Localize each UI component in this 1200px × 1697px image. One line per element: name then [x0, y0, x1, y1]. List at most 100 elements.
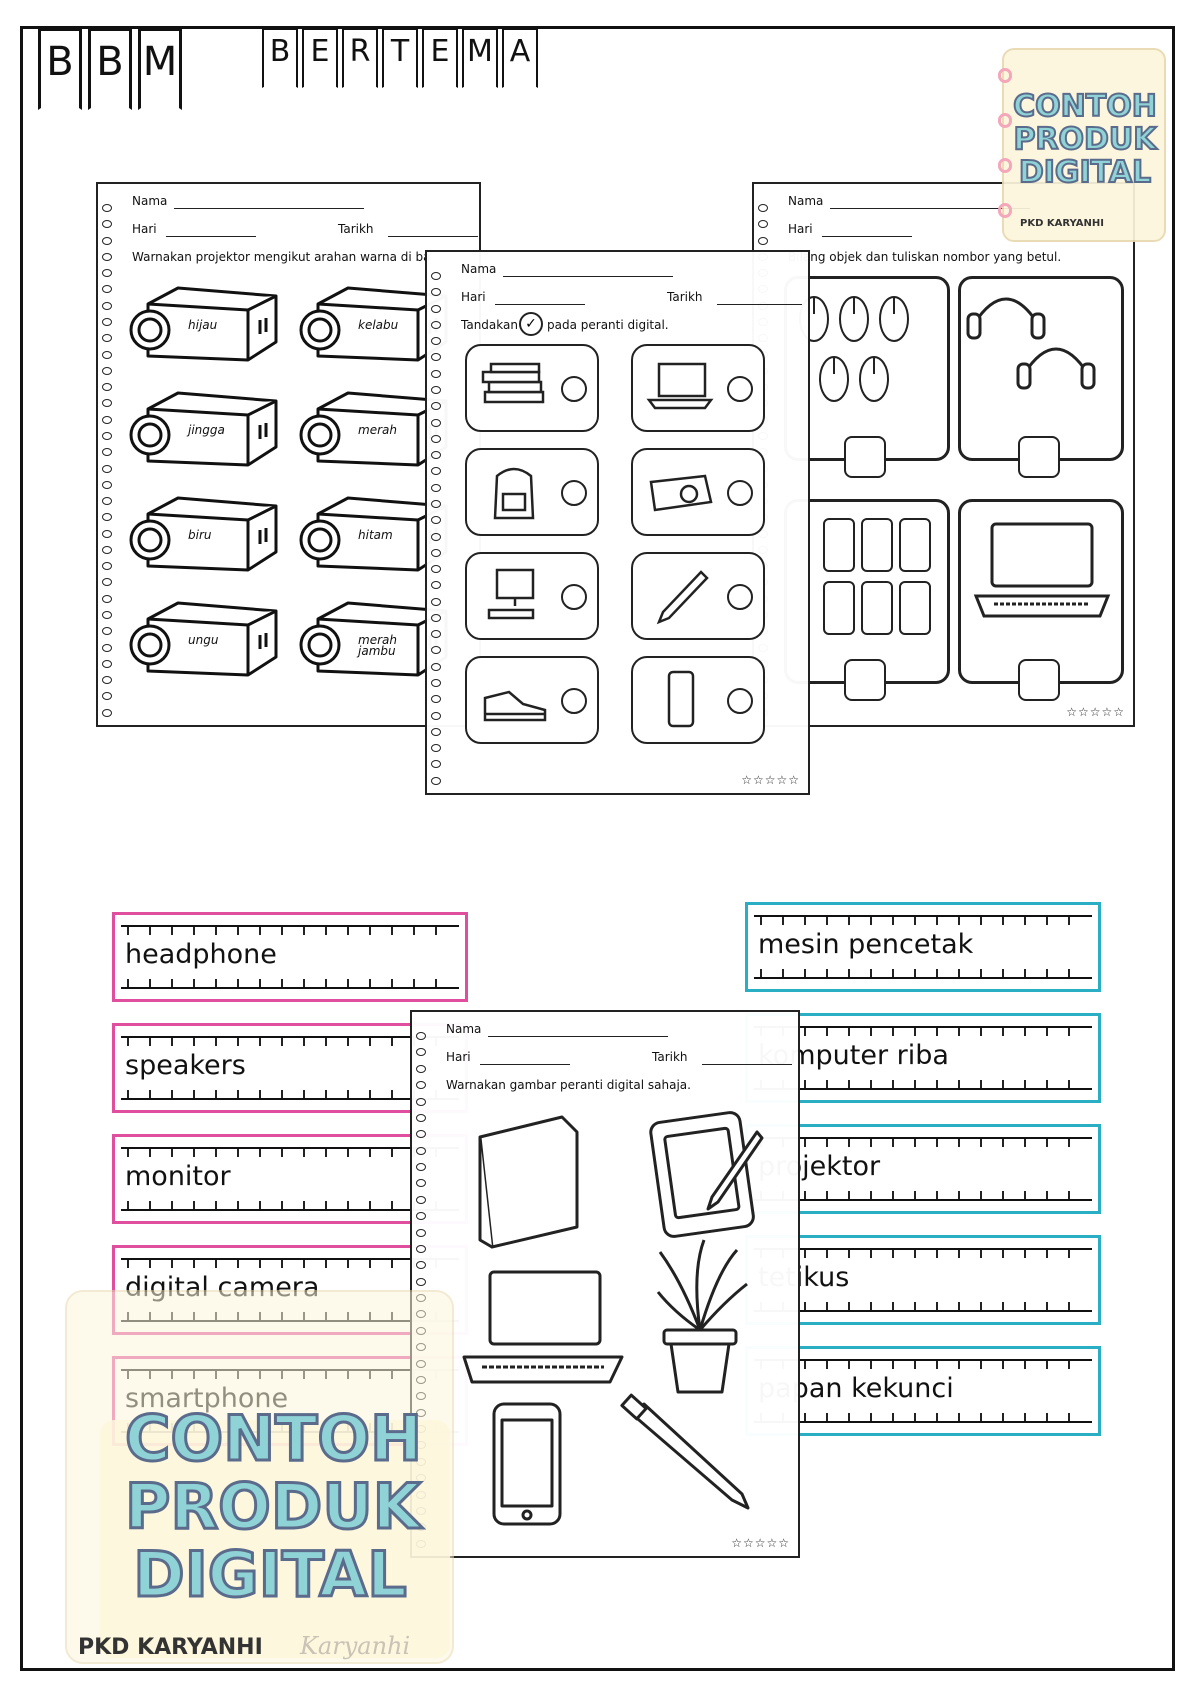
banner-flag: B	[38, 28, 82, 110]
word-card: mesin pencetak	[745, 902, 1101, 992]
watermark-brand: PKD KARYANHI	[78, 1635, 263, 1660]
projector-colour-word: biru	[188, 528, 212, 542]
banner-flag: B	[88, 28, 132, 110]
ruler-ticks	[127, 1201, 453, 1209]
watermark-brand: PKD KARYANHI	[1020, 218, 1104, 229]
instruction-pre: Tandakan	[461, 318, 518, 332]
ruler-ticks	[760, 1139, 1086, 1147]
date-label: Tarikh	[338, 222, 374, 236]
day-label: Hari	[461, 290, 486, 304]
spiral-binding	[102, 204, 112, 717]
word-card-lines	[121, 1147, 459, 1211]
word-card: papan kekunci	[745, 1346, 1101, 1436]
check-icon: ✓	[519, 312, 543, 336]
ruler-ticks	[127, 979, 453, 987]
count-card-headphone	[958, 276, 1124, 461]
watermark-line3: DIGITAL	[132, 1538, 408, 1612]
tick-circle[interactable]	[727, 480, 753, 506]
projector-drawing	[298, 284, 448, 362]
instruction-text: Warnakan gambar peranti digital sahaja.	[446, 1078, 691, 1092]
ruler-ticks	[760, 1302, 1086, 1310]
word-card-lines	[754, 1248, 1092, 1312]
ruler-ticks	[760, 1080, 1086, 1088]
tick-circle[interactable]	[561, 688, 587, 714]
name-line	[174, 208, 364, 209]
day-line	[495, 304, 585, 305]
banner-flag: E	[302, 28, 338, 88]
tick-circle[interactable]	[727, 584, 753, 610]
watermark-signature: Karyanhi	[300, 1632, 411, 1660]
smartphone-icon	[645, 670, 715, 730]
laptop-icon	[645, 358, 715, 418]
desktop-computer-icon	[479, 566, 549, 626]
projector-colour-word: hijau	[188, 318, 218, 332]
ruler-ticks	[760, 1191, 1086, 1199]
worksheet-counting: Nama Hari Bilang objek dan tuliskan nomb…	[752, 182, 1135, 727]
projector-icon	[645, 462, 715, 522]
instruction-text: Bilang objek dan tuliskan nombor yang be…	[788, 250, 1062, 264]
page-frame	[20, 26, 1175, 1671]
word-card-label: speakers	[125, 1050, 246, 1081]
ruler-ticks	[760, 1361, 1086, 1369]
date-line	[702, 1064, 792, 1065]
tick-circle[interactable]	[561, 584, 587, 610]
backpack-icon	[479, 462, 549, 522]
ruler-ticks	[760, 917, 1086, 925]
projector-colour-word: kelabu	[358, 318, 399, 332]
name-label: Nama	[461, 262, 497, 276]
ruler-ticks	[760, 969, 1086, 977]
ruler-ticks	[127, 1149, 453, 1157]
word-card-lines	[754, 1137, 1092, 1201]
projector-drawing	[128, 389, 278, 467]
projector-drawing	[298, 494, 448, 572]
banner-flag: R	[342, 28, 378, 88]
watermark-line2: PRODUK	[124, 1470, 423, 1544]
watermark-bottom: CONTOH PRODUK DIGITAL PKD KARYANHI Karya…	[30, 1290, 454, 1670]
word-card-label: headphone	[125, 939, 277, 970]
watermark-top: CONTOH PRODUK DIGITAL PKD KARYANHI	[990, 38, 1180, 243]
rating-stars: ☆☆☆☆☆	[741, 773, 800, 787]
word-card: monitor	[112, 1134, 468, 1224]
tick-circle[interactable]	[561, 480, 587, 506]
word-card-lines	[754, 915, 1092, 979]
colouring-illustrations	[462, 1111, 764, 1526]
word-card: projektor	[745, 1124, 1101, 1214]
name-line	[488, 1036, 668, 1037]
day-label: Hari	[446, 1050, 471, 1064]
projector-colour-word: ungu	[188, 633, 219, 647]
worksheet-colour-digital: Nama Hari Tarikh Warnakan gambar peranti…	[410, 1010, 800, 1558]
word-card-lines	[754, 1026, 1092, 1090]
ruler-ticks	[760, 1413, 1086, 1421]
projector-colour-word: merah jambu	[358, 633, 397, 658]
name-label: Nama	[788, 194, 824, 208]
tick-circle[interactable]	[727, 376, 753, 402]
answer-box[interactable]	[1018, 436, 1060, 478]
banner-flag: M	[462, 28, 498, 88]
day-line	[822, 236, 912, 237]
banner-flag: A	[502, 28, 538, 88]
instruction-post: pada peranti digital.	[547, 318, 669, 332]
banner-flag: M	[138, 28, 182, 110]
projector-colour-word: jingga	[188, 423, 225, 437]
word-card: headphone	[112, 912, 468, 1002]
books-icon	[479, 358, 549, 418]
rating-stars: ☆☆☆☆☆	[731, 1536, 790, 1550]
tick-circle[interactable]	[727, 688, 753, 714]
word-card-lines	[754, 1359, 1092, 1423]
word-card-label: mesin pencetak	[758, 929, 974, 960]
date-label: Tarikh	[667, 290, 703, 304]
answer-box[interactable]	[1018, 659, 1060, 701]
answer-box[interactable]	[844, 659, 886, 701]
ruler-ticks	[127, 1038, 453, 1046]
watermark-line2: PRODUK	[1012, 122, 1157, 157]
pen-icon	[645, 566, 715, 626]
sneaker-icon	[479, 670, 549, 730]
projector-drawing	[128, 284, 278, 362]
word-card-lines	[121, 1036, 459, 1100]
tick-circle[interactable]	[561, 376, 587, 402]
answer-box[interactable]	[844, 436, 886, 478]
projector-colour-word: hitam	[358, 528, 393, 542]
name-line	[503, 276, 673, 277]
projector-drawing	[298, 389, 448, 467]
watermark-line1: CONTOH	[124, 1402, 424, 1475]
